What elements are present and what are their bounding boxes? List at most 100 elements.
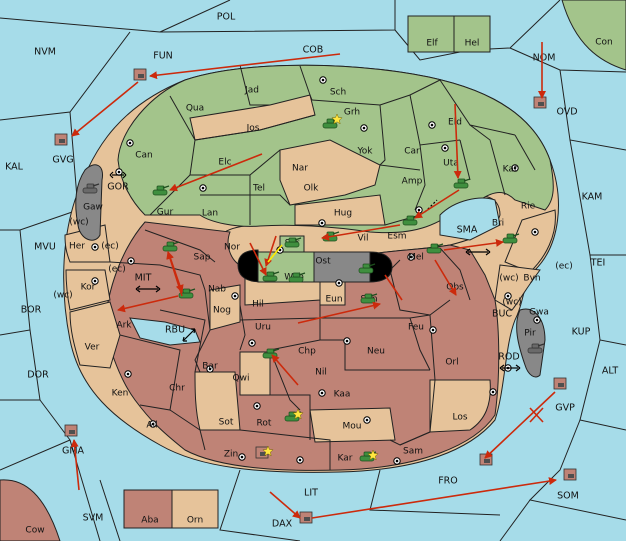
internal-borders [109,64,536,470]
label-mvu: MVU [34,242,56,253]
label-gwa: Gwa [529,308,549,318]
label-chp: Chp [298,347,316,357]
label-bor: BOR [21,305,42,316]
label-cow: Cow [25,526,44,536]
territory-orn[interactable] [171,489,219,529]
label-grh: Grh [344,108,360,118]
label-tel: Tel [252,184,265,194]
label-con: Con [595,38,613,48]
territory-pir[interactable] [516,308,546,378]
label-sam: Sam [403,447,423,457]
label-nvm: NVM [34,47,56,58]
label-amp: Amp [402,177,423,187]
label-ost: Ost [315,257,331,267]
label-mel: Mel [408,253,424,263]
fleet-ovd [533,96,547,109]
label-aba: Aba [141,516,158,526]
label-vil: Vil [358,234,369,244]
label-elf: Elf [426,39,438,49]
label-nab: Nab [208,285,226,295]
fleet-fro [479,453,493,466]
move-orders [70,42,557,519]
label-qua: Qua [186,104,204,114]
fleet-gma [64,424,78,437]
label-neu: Neu [367,347,385,357]
build-stars [262,113,379,461]
label-kaa: Kaa [334,390,351,400]
label-uta: Uta [443,159,459,169]
label-olk: Olk [304,184,320,194]
label-her: Her [69,242,85,252]
label-ovd: OVD [556,107,577,118]
label-gur: Gur [157,208,174,218]
territory-gaw[interactable] [75,164,104,241]
label-kal: KAL [5,162,24,173]
label-gma: GMA [62,446,85,457]
label-mit: MIT [135,273,152,284]
label-kam: KAM [582,192,603,203]
label-nom: NOM [533,53,556,64]
label-svm: SVM [83,513,104,524]
label-wc1: (wc) [69,218,88,228]
label-ec2: (ec) [555,262,573,272]
label-dax: DAX [272,519,293,530]
label-wc3: (wc) [53,291,72,301]
label-los: Los [452,413,467,423]
label-wc4: (wc) [502,298,521,308]
sea-sma[interactable] [439,197,501,241]
label-dor: DOR [27,370,49,381]
territory-ost[interactable] [313,251,371,283]
sea-rbu[interactable] [129,317,201,346]
label-ver: Ver [85,343,100,353]
label-hug: Hug [334,209,352,219]
label-rod: ROD [498,352,519,363]
label-orl: Orl [445,358,458,368]
label-sot: Sot [219,418,234,428]
label-ken: Ken [112,389,129,399]
label-rot: Rot [257,419,272,429]
territory-elf[interactable] [407,15,455,53]
fleet-dax [299,511,313,524]
territory-hel[interactable] [453,15,491,53]
label-rie: Rie [521,202,536,212]
label-pir: Pir [524,329,536,339]
label-nog: Nog [213,306,231,316]
label-car: Car [404,147,420,157]
label-gvg: GVG [52,155,73,166]
label-sch: Sch [330,88,346,98]
label-zin: Zin [224,450,238,460]
label-kat: Kat [503,165,518,175]
label-byn: Byn [523,274,540,284]
label-ec1: (ec) [101,242,119,252]
label-cob: COB [303,45,324,56]
label-bri: Bri [492,219,504,229]
label-gaw: Gaw [83,203,103,213]
fleet-som [563,468,577,481]
label-uru: Uru [255,323,271,333]
label-feu: Feu [408,323,424,333]
label-jad: Jad [244,86,259,96]
label-kor: Kor [81,283,96,293]
label-fun: FUN [153,51,173,62]
fleet-gvp [553,377,567,390]
label-sma: SMA [457,225,478,236]
label-ark: Ark [116,321,132,331]
neutral-patches [64,94,556,443]
label-hel: Hel [465,39,480,49]
label-jos: Jos [246,124,260,134]
fleet-gvg [54,133,68,146]
label-sap: Sap [194,253,211,263]
fleet-fun [133,68,147,81]
label-mou: Mou [343,422,362,432]
label-yok: Yok [356,147,373,157]
label-nar: Nar [292,164,308,174]
label-elc: Elc [218,158,231,168]
label-ec3: (ec) [108,265,126,275]
support-order [267,244,283,263]
label-orn: Orn [187,516,203,526]
label-fro: FRO [438,476,458,487]
territory-black-east[interactable] [369,251,393,283]
label-lan: Lan [202,209,218,219]
label-nor: Nor [224,243,240,253]
coast-connectors [109,171,521,372]
